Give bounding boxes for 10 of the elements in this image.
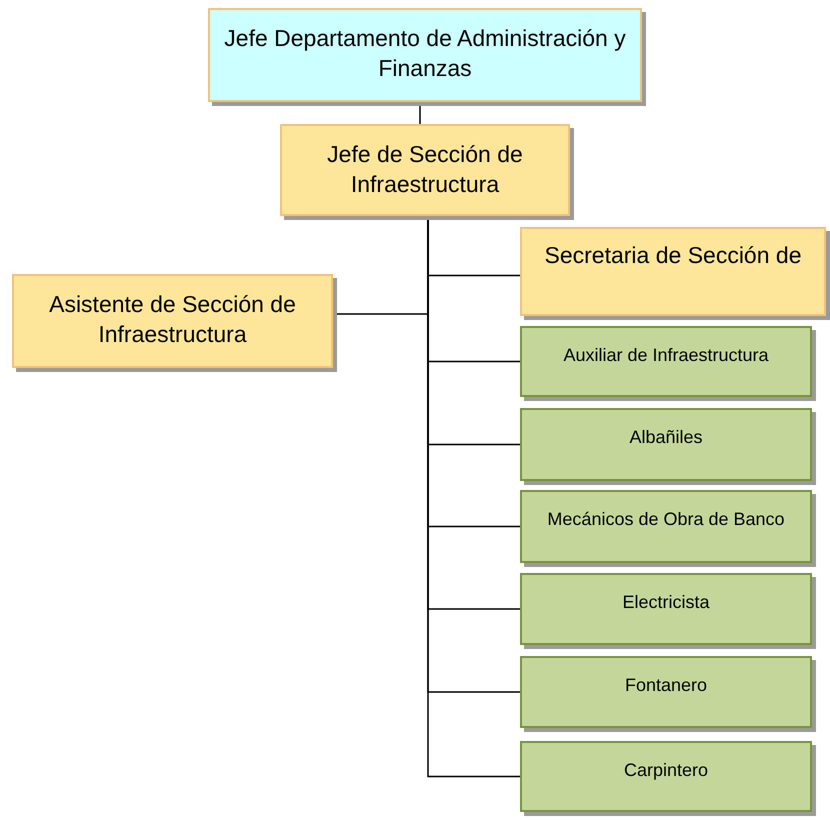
position-title: Auxiliar de Infraestructura — [563, 344, 769, 367]
position-title: Electricista — [622, 591, 710, 614]
position-title: Mecánicos de Obra de Banco — [547, 508, 785, 531]
position-title: Albañiles — [629, 426, 703, 449]
position-title: Jefe Departamento de Administración y Finanzas — [223, 24, 627, 83]
position-title: Fontanero — [624, 674, 708, 697]
position-title: Jefe de Sección de Infraestructura — [326, 140, 524, 199]
position-title: Asistente de Sección de Infraestructura — [48, 290, 297, 349]
position-title: Carpintero — [624, 759, 708, 782]
position-title: Secretaria de Sección de — [544, 241, 802, 270]
